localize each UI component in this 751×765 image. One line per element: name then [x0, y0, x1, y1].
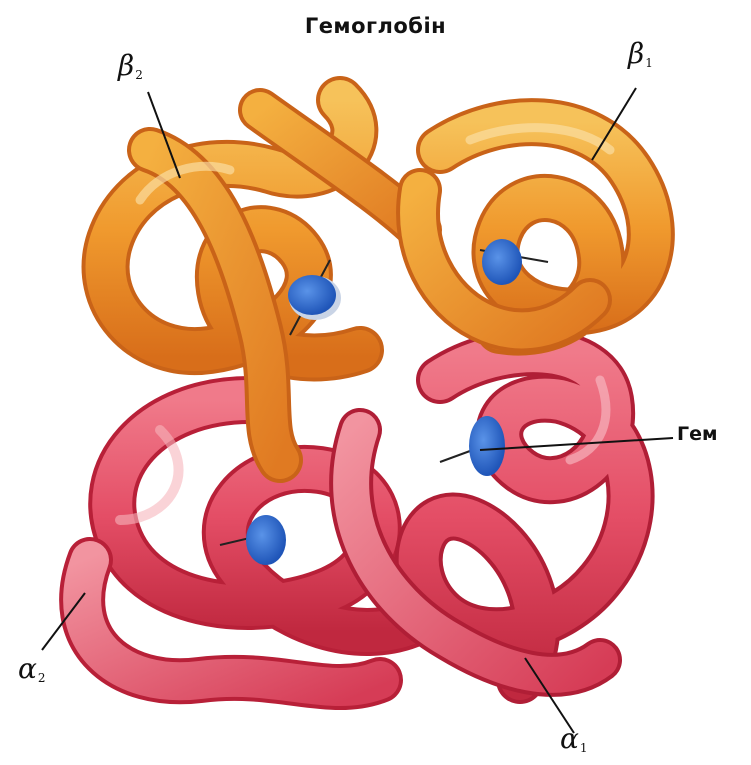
label-beta2: β2 — [118, 52, 143, 81]
label-heme: Гем — [677, 423, 718, 445]
beta1-chain — [418, 122, 651, 331]
heme-group-beta1 — [480, 239, 548, 285]
label-alpha1: α1 — [560, 725, 588, 754]
label-beta1: β1 — [628, 40, 653, 69]
label-alpha2: α2 — [18, 655, 46, 684]
diagram-title: Гемоглобін — [0, 14, 751, 38]
heme-group-alpha1 — [440, 416, 505, 476]
